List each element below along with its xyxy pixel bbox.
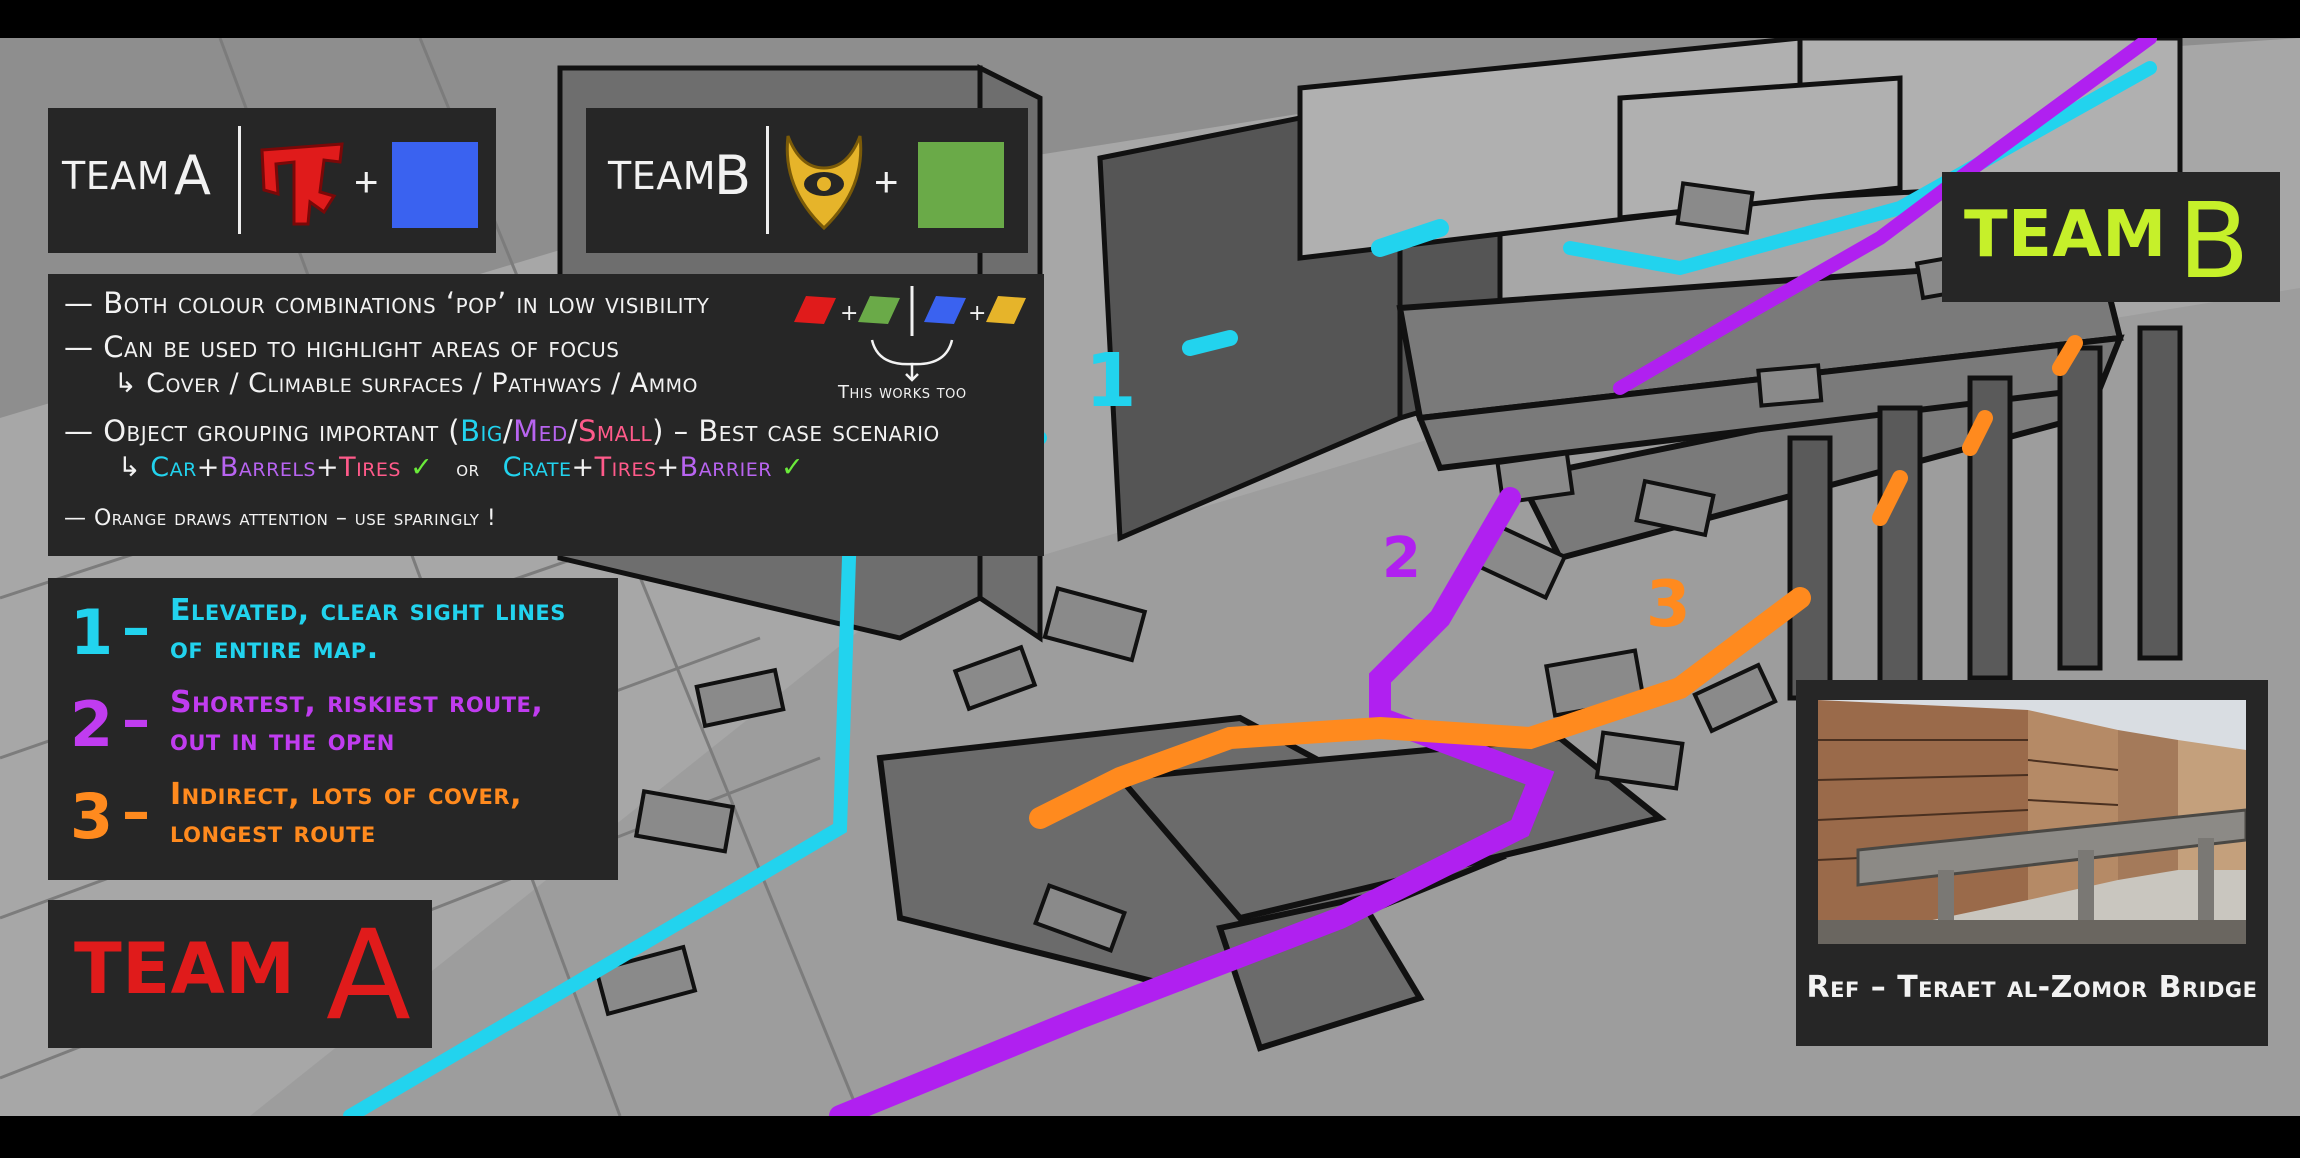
team-b-spawn-word: TEAM <box>1964 198 2167 272</box>
route-1-line-1: Elevated, clear sight lines <box>170 593 566 628</box>
note-colour-pop: — Both colour combinations ‘pop’ in low … <box>64 286 709 320</box>
note-colour-pop-text: — Both colour combinations ‘pop’ in low … <box>64 286 710 320</box>
note-orange-warning: — Orange draws attention – use sparingly… <box>64 506 496 531</box>
svg-text:+: + <box>968 301 987 326</box>
note-grouping-examples: ↳ Car+Barrels+Tires ✓ or Crate+Tires+Bar… <box>118 452 804 483</box>
plus-sign: + <box>315 452 340 483</box>
team-b-spawn-label: TEAM B <box>1942 172 2280 302</box>
example-barrels: Barrels <box>219 452 316 483</box>
team-a-spawn-word: TEAM <box>74 928 296 1010</box>
team-b-spawn-letter: B <box>2178 180 2250 302</box>
team-a-emblem-icon <box>260 142 344 226</box>
route-2-line-1: Shortest, riskiest route, <box>170 685 544 720</box>
map-label-route-2: 2 <box>1382 526 1421 591</box>
route-2-line-2: out in the open <box>170 723 395 758</box>
route-3-line-2: longest route <box>170 815 376 850</box>
note-highlight-areas: — Can be used to highlight areas of focu… <box>64 330 619 364</box>
note-highlight-examples-text: ↳ Cover / Climable surfaces / Pathways /… <box>114 368 699 399</box>
team-a-legend: TEAM A + <box>48 108 496 253</box>
routes-legend-panel: 1 – Elevated, clear sight lines of entir… <box>48 578 618 880</box>
note-object-grouping: — Object grouping important (Big/Med/Sma… <box>64 414 940 448</box>
note-or: or <box>456 457 480 482</box>
plus-sign: + <box>656 452 680 483</box>
note-this-works-too: This works too <box>838 382 967 403</box>
legend-divider <box>238 126 241 234</box>
route-2-number: 2 <box>70 688 114 761</box>
colour-combo-swatches: + + <box>794 286 1026 336</box>
example-tires: Tires <box>339 452 401 483</box>
note-grouping-small: Small <box>578 414 653 448</box>
route-2-description: Shortest, riskiest route, out in the ope… <box>170 684 543 760</box>
note-grouping-slash: / <box>502 414 514 448</box>
map-label-route-3: 3 <box>1646 568 1691 642</box>
route-3-number: 3 <box>70 780 114 853</box>
team-b-legend-letter: B <box>714 144 752 207</box>
legend-divider <box>766 126 769 234</box>
team-a-legend-letter: A <box>174 144 212 207</box>
team-a-spawn-letter: A <box>326 904 411 1048</box>
example-tires: Tires <box>594 452 657 483</box>
brace-arrow <box>870 339 954 382</box>
note-grouping-post: ) – Best case scenario <box>652 414 940 448</box>
team-a-legend-label: TEAM <box>62 154 171 198</box>
check-icon: ✓ <box>410 452 434 483</box>
route-3-dash: – <box>122 780 151 845</box>
route-1-description: Elevated, clear sight lines of entire ma… <box>170 592 566 668</box>
route-3-description: Indirect, lots of cover, longest route <box>170 776 522 852</box>
team-b-eye-emblem-icon <box>785 135 863 231</box>
note-grouping-big: Big <box>460 414 503 448</box>
note-highlight-areas-text: — Can be used to highlight areas of focu… <box>64 330 620 364</box>
team-b-legend-label: TEAM <box>608 154 717 198</box>
example-barrier: Barrier <box>679 452 772 483</box>
bridge-reference-photo <box>1818 700 2246 944</box>
reference-caption: Ref – Teraet al-Zomor Bridge <box>1806 970 2258 1005</box>
team-b-green-swatch <box>918 142 1004 228</box>
route-1-line-2: of entire map. <box>170 631 379 666</box>
route-3-line-1: Indirect, lots of cover, <box>170 777 522 812</box>
note-highlight-examples: ↳ Cover / Climable surfaces / Pathways /… <box>114 368 698 399</box>
team-a-spawn-label: TEAM A <box>48 900 432 1048</box>
note-orange-warning-text: — Orange draws attention – use sparingly… <box>64 506 497 531</box>
route-1-dash: – <box>122 596 151 661</box>
note-grouping-pre: — Object grouping important ( <box>64 414 461 448</box>
note-grouping-med: Med <box>513 414 568 448</box>
team-b-legend: TEAM B + <box>586 108 1028 253</box>
route-2-dash: – <box>122 688 151 753</box>
note-grouping-slash: / <box>567 414 578 448</box>
route-1-number: 1 <box>70 596 114 669</box>
svg-text:+: + <box>840 301 859 326</box>
check-icon: ✓ <box>781 452 805 483</box>
example-car: Car <box>150 452 197 483</box>
map-canvas: 1 2 3 TEAM A + TEAM B + — Both colour co… <box>0 38 2300 1116</box>
plus-sign: + <box>354 158 379 205</box>
example-crate: Crate <box>502 452 572 483</box>
plus-sign: + <box>196 452 220 483</box>
reference-panel: Ref – Teraet al-Zomor Bridge <box>1796 680 2268 1046</box>
plus-sign: + <box>874 158 899 205</box>
map-label-route-1: 1 <box>1085 338 1137 424</box>
note-arrow: ↳ <box>118 452 142 483</box>
design-notes-panel: — Both colour combinations ‘pop’ in low … <box>48 274 1044 556</box>
team-a-blue-swatch <box>392 142 478 228</box>
plus-sign: + <box>571 452 595 483</box>
